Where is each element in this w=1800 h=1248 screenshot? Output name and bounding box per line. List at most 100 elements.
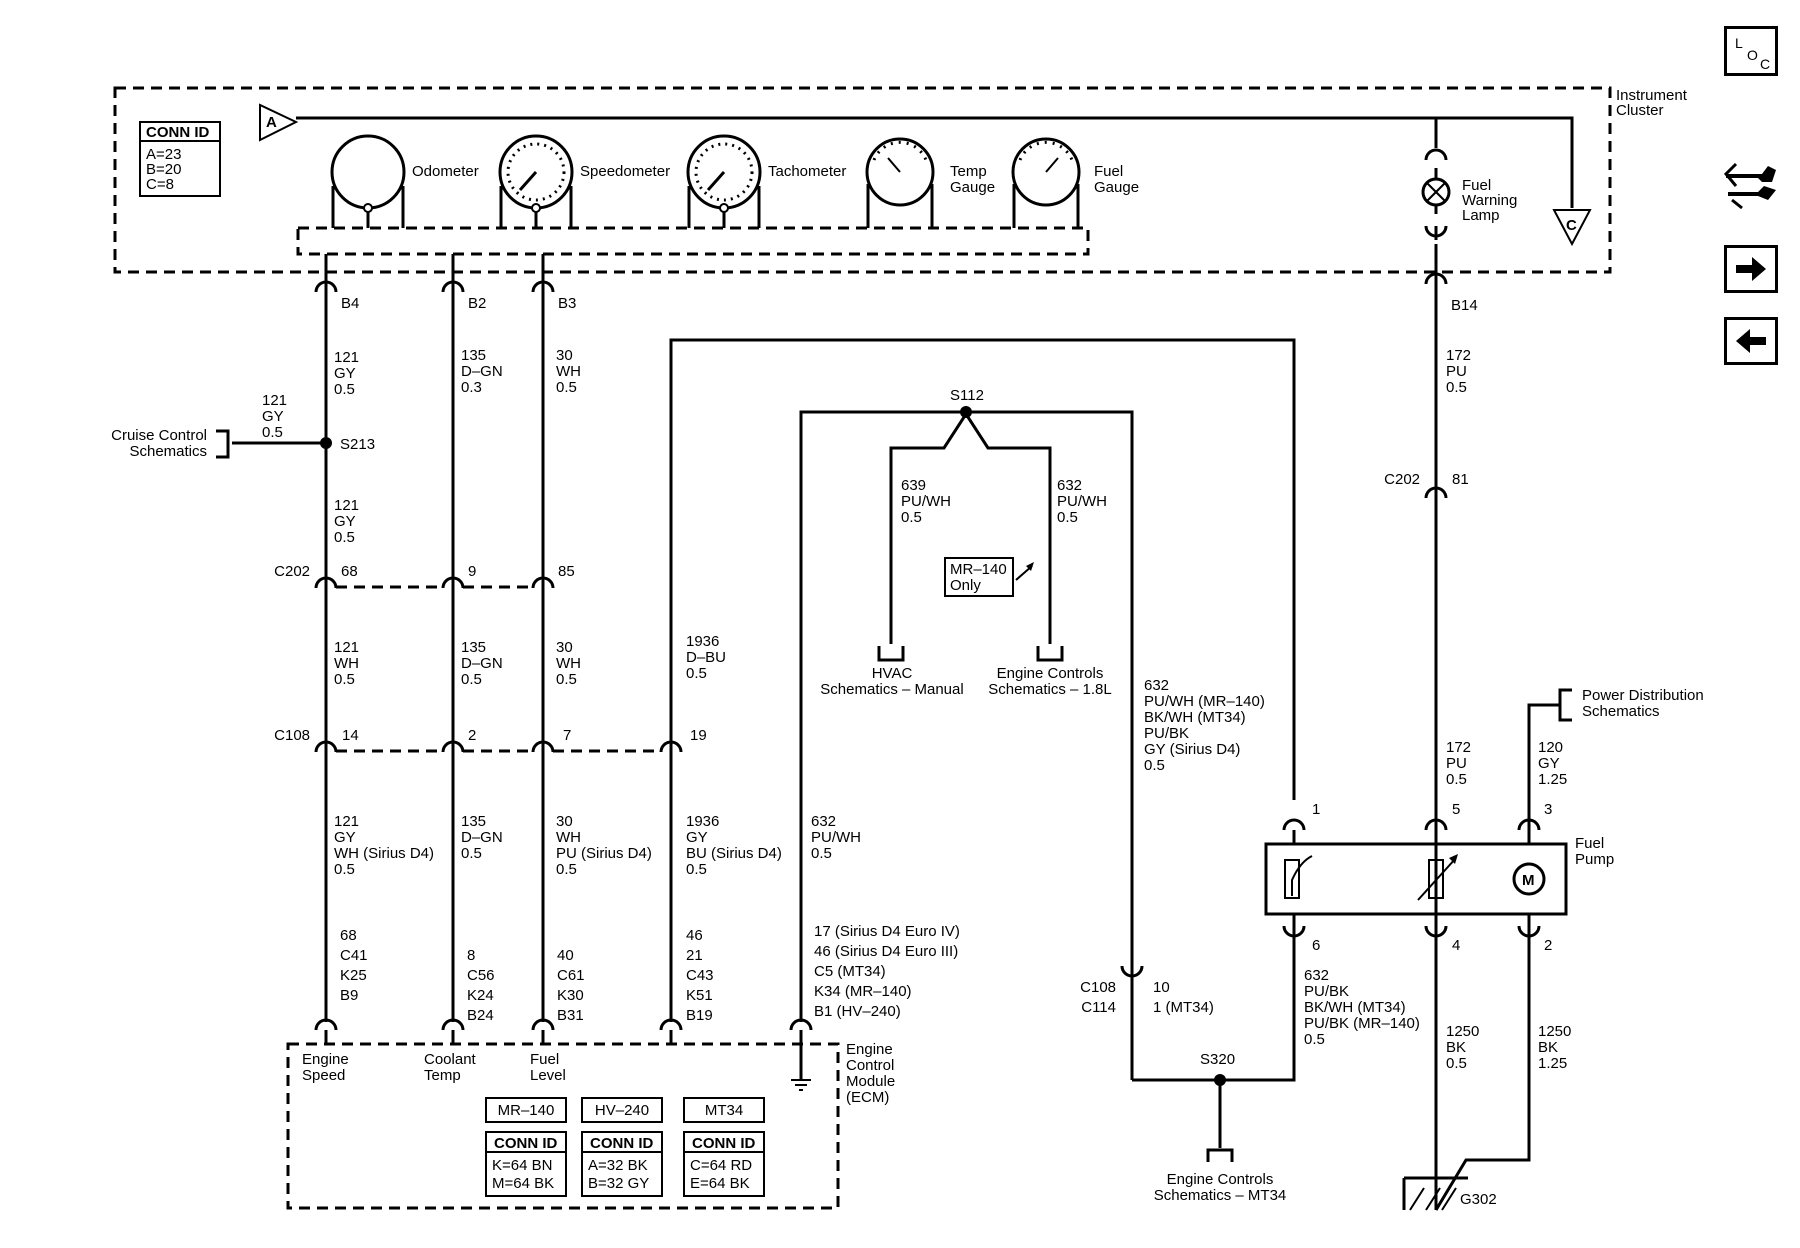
svg-text:Fuel: Fuel bbox=[530, 1051, 559, 1068]
svg-text:WH: WH bbox=[334, 655, 359, 672]
svg-text:0.5: 0.5 bbox=[1446, 1055, 1467, 1072]
svg-text:Engine: Engine bbox=[846, 1041, 893, 1058]
wire-1936 bbox=[669, 338, 1296, 1022]
wire-632-pump-label: 632 PU/BK BK/WH (MT34) PU/BK (MR–140) 0.… bbox=[1304, 967, 1420, 1048]
fuel-pump: M 1 5 3 6 4 2 Fuel Pump bbox=[1264, 801, 1614, 954]
svg-text:WH: WH bbox=[556, 829, 581, 846]
s112-branches bbox=[889, 411, 1052, 644]
svg-text:9: 9 bbox=[468, 563, 476, 580]
svg-text:172: 172 bbox=[1446, 739, 1471, 756]
svg-text:0.5: 0.5 bbox=[461, 845, 482, 862]
svg-text:C43: C43 bbox=[686, 967, 714, 984]
wire-135-low-label: 135 D–GN 0.5 bbox=[461, 813, 503, 862]
svg-text:WH (Sirius D4): WH (Sirius D4) bbox=[334, 845, 434, 862]
cluster-conn-id-table: CONN ID A=23 B=20 C=8 bbox=[139, 121, 221, 197]
wire-135-top-label: 135 D–GN 0.3 bbox=[461, 347, 503, 396]
svg-text:0.5: 0.5 bbox=[1144, 757, 1165, 774]
arrow-left-icon bbox=[1736, 329, 1766, 353]
ecm-pin-column-5: 17 (Sirius D4 Euro IV) 46 (Sirius D4 Eur… bbox=[814, 923, 960, 1020]
svg-text:1 (MT34): 1 (MT34) bbox=[1153, 999, 1214, 1016]
ecm-pin-column-2: 8 C56 K24 B24 bbox=[467, 947, 495, 1024]
svg-text:0.5: 0.5 bbox=[461, 671, 482, 688]
location-button[interactable]: L O C bbox=[1724, 26, 1778, 76]
svg-text:0.5: 0.5 bbox=[1057, 509, 1078, 526]
svg-text:C61: C61 bbox=[557, 967, 585, 984]
forward-button[interactable] bbox=[1724, 245, 1778, 293]
svg-text:HVAC: HVAC bbox=[872, 665, 913, 682]
svg-text:30: 30 bbox=[556, 347, 573, 364]
wire-120-label: 120 GY 1.25 bbox=[1538, 739, 1567, 788]
svg-text:B31: B31 bbox=[557, 1007, 584, 1024]
ecm-box bbox=[286, 1042, 840, 1210]
conn-id-line: A=23 bbox=[146, 146, 181, 163]
svg-text:85: 85 bbox=[558, 563, 575, 580]
wire-1250-a-label: 1250 BK 0.5 bbox=[1446, 1023, 1479, 1072]
wrench-icon[interactable] bbox=[1722, 160, 1780, 212]
svg-text:PU/BK: PU/BK bbox=[1304, 983, 1349, 1000]
cluster-internal-bus bbox=[296, 226, 1090, 256]
svg-text:81: 81 bbox=[1452, 471, 1469, 488]
wire-632-right-label: 632 PU/WH (MR–140) BK/WH (MT34) PU/BK GY… bbox=[1144, 677, 1265, 774]
svg-text:C56: C56 bbox=[467, 967, 495, 984]
loc-letter-o: O bbox=[1747, 47, 1758, 63]
svg-text:2: 2 bbox=[1544, 937, 1552, 954]
svg-text:121: 121 bbox=[334, 813, 359, 830]
svg-text:14: 14 bbox=[342, 727, 359, 744]
lamp-label-1: Fuel bbox=[1462, 177, 1491, 194]
svg-text:4: 4 bbox=[1452, 937, 1460, 954]
back-button[interactable] bbox=[1724, 317, 1778, 365]
ecm-variant-mr140: MR–140 bbox=[485, 1097, 567, 1123]
svg-text:GY: GY bbox=[334, 365, 356, 382]
svg-text:632: 632 bbox=[1304, 967, 1329, 984]
svg-text:Module: Module bbox=[846, 1073, 895, 1090]
wire-121-top-label: 121 GY 0.5 bbox=[334, 349, 359, 398]
svg-text:121: 121 bbox=[334, 639, 359, 656]
svg-text:40: 40 bbox=[557, 947, 574, 964]
svg-text:120: 120 bbox=[1538, 739, 1563, 756]
svg-text:PU/WH: PU/WH bbox=[811, 829, 861, 846]
svg-text:C108: C108 bbox=[1080, 979, 1116, 996]
svg-text:M=64 BK: M=64 BK bbox=[492, 1175, 554, 1192]
svg-text:B9: B9 bbox=[340, 987, 358, 1004]
svg-text:0.5: 0.5 bbox=[1446, 771, 1467, 788]
pump-label-2: Pump bbox=[1575, 851, 1614, 868]
c202-connector: C202 68 9 85 bbox=[274, 563, 575, 589]
svg-text:K34 (MR–140): K34 (MR–140) bbox=[814, 983, 912, 1000]
wire-121-wh-label: 121 WH 0.5 bbox=[334, 639, 359, 688]
svg-text:639: 639 bbox=[901, 477, 926, 494]
svg-text:D–BU: D–BU bbox=[686, 649, 726, 666]
s213-label: S213 bbox=[340, 436, 375, 453]
svg-text:1936: 1936 bbox=[686, 633, 719, 650]
svg-text:K51: K51 bbox=[686, 987, 713, 1004]
svg-text:0.5: 0.5 bbox=[556, 379, 577, 396]
svg-text:PU/WH (MR–140): PU/WH (MR–140) bbox=[1144, 693, 1265, 710]
flag-a-label: A bbox=[266, 114, 277, 131]
wrench-svg bbox=[1723, 162, 1776, 210]
svg-text:632: 632 bbox=[811, 813, 836, 830]
svg-text:632: 632 bbox=[1144, 677, 1169, 694]
engine-ref-bracket bbox=[1036, 646, 1064, 662]
svg-text:GY: GY bbox=[1538, 755, 1560, 772]
wire-30-low-label: 30 WH PU (Sirius D4) 0.5 bbox=[556, 813, 652, 878]
pin-b3: B3 bbox=[558, 295, 576, 312]
svg-text:632: 632 bbox=[1057, 477, 1082, 494]
svg-text:A=32 BK: A=32 BK bbox=[588, 1157, 648, 1174]
s213-splice: 121 GY 0.5 Cruise Control Schematics S21… bbox=[111, 392, 375, 460]
svg-text:B1 (HV–240): B1 (HV–240) bbox=[814, 1003, 901, 1020]
pin-b4: B4 bbox=[341, 295, 359, 312]
svg-text:PU/BK: PU/BK bbox=[1144, 725, 1189, 742]
svg-text:B24: B24 bbox=[467, 1007, 494, 1024]
wire-172-pump-label: 172 PU 0.5 bbox=[1446, 739, 1471, 788]
conn-id-line: B=20 bbox=[146, 161, 181, 178]
lamp-label-2: Warning bbox=[1462, 192, 1517, 209]
svg-text:Control: Control bbox=[846, 1057, 894, 1074]
instrument-cluster-box bbox=[113, 86, 1612, 274]
conn-id-line: C=8 bbox=[146, 176, 174, 193]
ecm-conn-table-mr140: CONN ID K=64 BN M=64 BK bbox=[485, 1131, 567, 1197]
svg-text:6: 6 bbox=[1312, 937, 1320, 954]
svg-text:S320: S320 bbox=[1200, 1051, 1235, 1068]
svg-text:B=32 GY: B=32 GY bbox=[588, 1175, 649, 1192]
svg-text:K24: K24 bbox=[467, 987, 494, 1004]
svg-text:Temp: Temp bbox=[424, 1067, 461, 1084]
wire-632-left-label: 632 PU/WH 0.5 bbox=[811, 813, 861, 862]
